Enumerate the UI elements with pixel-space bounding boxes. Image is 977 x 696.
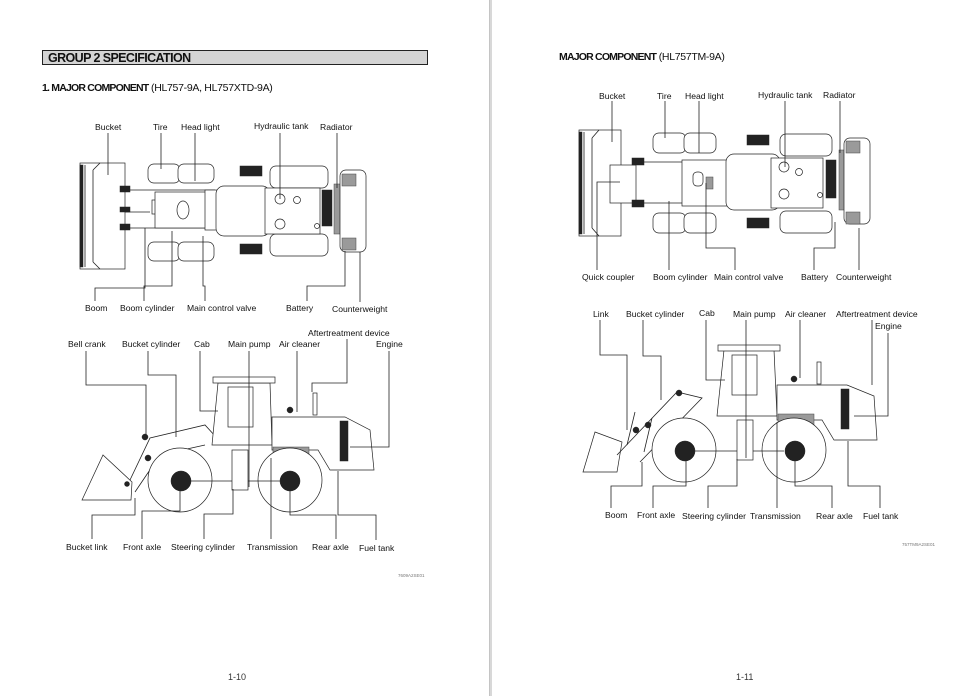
- label-fuel-tank: Fuel tank: [863, 511, 899, 521]
- group-header-text: GROUP 2 SPECIFICATION: [48, 51, 191, 65]
- label-boom-cylinder: Boom cylinder: [653, 272, 708, 282]
- loader-diagram-left: [79, 133, 390, 540]
- label-air-cleaner: Air cleaner: [279, 339, 321, 349]
- label-quick-coupler: Quick coupler: [582, 272, 635, 282]
- label-tire: Tire: [153, 122, 168, 132]
- label-counterweight: Counterweight: [836, 272, 892, 282]
- label-main-pump: Main pump: [228, 339, 271, 349]
- section-title-right: MAJOR COMPONENT (HL757TM-9A): [559, 51, 725, 63]
- label-bucket-cylinder: Bucket cylinder: [626, 309, 685, 319]
- side-view-drawing-right: [582, 320, 889, 508]
- page-right: MAJOR COMPONENT (HL757TM-9A) Bucket Tire…: [492, 0, 977, 696]
- label-aftertreatment-device: Aftertreatment device: [308, 328, 390, 338]
- section-title-left: 1. MAJOR COMPONENT (HL757-9A, HL757XTD-9…: [42, 82, 273, 94]
- page-gutter: [489, 0, 492, 696]
- label-transmission: Transmission: [750, 511, 801, 521]
- label-boom-cylinder: Boom cylinder: [120, 303, 175, 313]
- label-counterweight: Counterweight: [332, 304, 388, 314]
- label-fuel-tank: Fuel tank: [359, 543, 395, 553]
- label-steering-cylinder: Steering cylinder: [682, 511, 747, 521]
- loader-diagram-right: [578, 101, 889, 508]
- label-aftertreatment-device: Aftertreatment device: [836, 309, 918, 319]
- section-title-models: (HL757TM-9A): [656, 51, 725, 63]
- label-cab: Cab: [194, 339, 210, 349]
- page-number: 1-10: [228, 672, 247, 682]
- label-rear-axle: Rear axle: [312, 542, 349, 552]
- label-head-light: Head light: [685, 91, 724, 101]
- page-number: 1-11: [736, 672, 754, 682]
- label-link: Link: [593, 309, 609, 319]
- label-front-axle: Front axle: [123, 542, 162, 552]
- label-rear-axle: Rear axle: [816, 511, 853, 521]
- side-view-drawing-left: [81, 339, 390, 540]
- label-bell-crank: Bell crank: [68, 339, 106, 349]
- label-radiator: Radiator: [320, 122, 353, 132]
- label-front-axle: Front axle: [637, 510, 676, 520]
- section-title-bold: MAJOR COMPONENT: [559, 51, 657, 63]
- top-view-drawing-left: [79, 133, 367, 302]
- label-battery: Battery: [801, 272, 829, 282]
- bucket-shape: [79, 162, 126, 270]
- label-air-cleaner: Air cleaner: [785, 309, 827, 319]
- label-bucket-cylinder: Bucket cylinder: [122, 339, 181, 349]
- label-bucket-link: Bucket link: [66, 542, 108, 552]
- label-transmission: Transmission: [247, 542, 298, 552]
- label-bucket: Bucket: [599, 91, 626, 101]
- label-main-control-valve: Main control valve: [187, 303, 257, 313]
- label-engine: Engine: [875, 321, 902, 331]
- label-engine: Engine: [376, 339, 403, 349]
- label-boom: Boom: [85, 303, 108, 313]
- label-steering-cylinder: Steering cylinder: [171, 542, 236, 552]
- section-title-models: (HL757-9A, HL757XTD-9A): [148, 82, 273, 94]
- label-main-pump: Main pump: [733, 309, 776, 319]
- label-boom: Boom: [605, 510, 628, 520]
- page-left: GROUP 2 SPECIFICATION 1. MAJOR COMPONENT…: [42, 50, 428, 682]
- figure-code: 757TM9A2SE01: [902, 542, 936, 547]
- top-view-drawing-right: [578, 101, 871, 270]
- label-tire: Tire: [657, 91, 672, 101]
- label-main-control-valve: Main control valve: [714, 272, 784, 282]
- section-title-bold: 1. MAJOR COMPONENT: [42, 82, 149, 94]
- label-cab: Cab: [699, 308, 715, 318]
- label-bucket: Bucket: [95, 122, 122, 132]
- figure-code: 7609A2SE01: [398, 573, 425, 578]
- label-hydraulic-tank: Hydraulic tank: [758, 90, 813, 100]
- label-radiator: Radiator: [823, 90, 856, 100]
- label-head-light: Head light: [181, 122, 220, 132]
- label-battery: Battery: [286, 303, 314, 313]
- group-header-bar: GROUP 2 SPECIFICATION: [42, 50, 428, 65]
- label-hydraulic-tank: Hydraulic tank: [254, 121, 309, 131]
